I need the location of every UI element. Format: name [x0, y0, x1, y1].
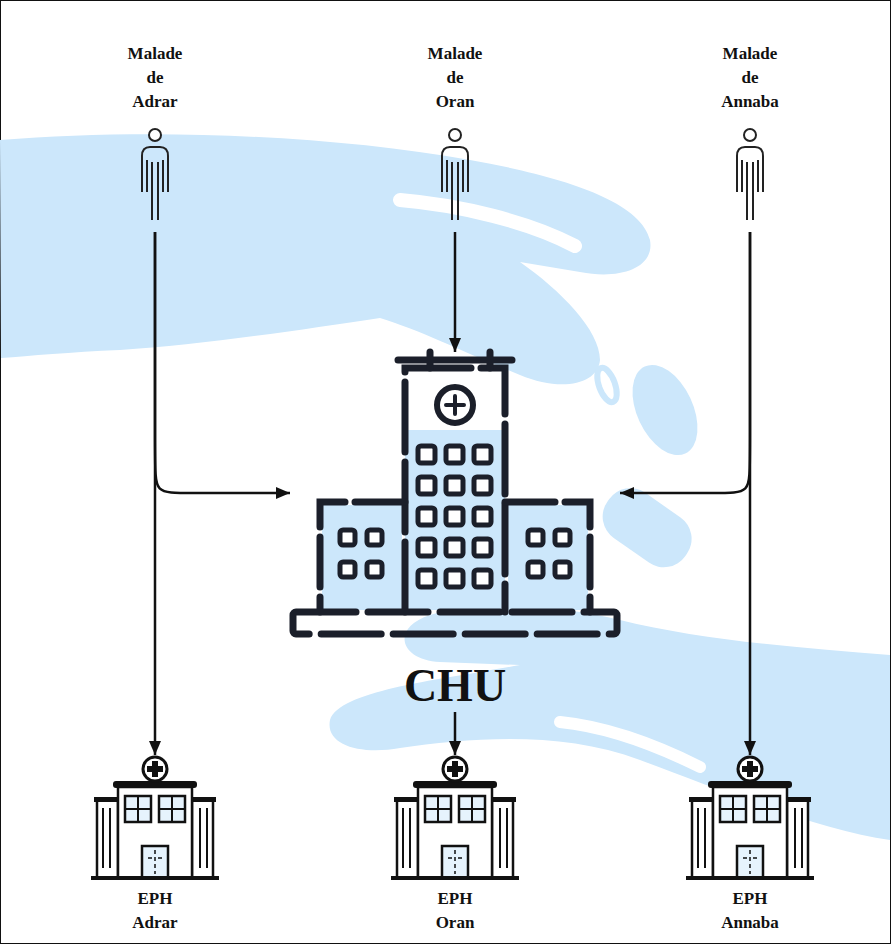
flow-arrow	[154, 232, 157, 755]
node-label: EPH Oran	[436, 887, 475, 935]
node-label: EPH Annaba	[721, 887, 779, 935]
hand-shape	[0, 134, 650, 384]
person-figure	[142, 129, 168, 220]
node-label: Malade de Adrar	[128, 42, 183, 114]
node-label: Malade de Annaba	[721, 42, 779, 114]
emblem-cross	[446, 396, 464, 414]
eph-node: EPH Adrar	[90, 755, 220, 935]
finger-highlight	[593, 365, 620, 404]
building-fill	[322, 505, 402, 610]
patient-node: Malade de Oran	[395, 42, 515, 232]
building-base	[293, 612, 617, 634]
hospital-figure	[91, 757, 219, 880]
building-windows	[340, 446, 570, 587]
chu-node: CHU	[290, 352, 620, 712]
patient-node: Malade de Adrar	[95, 42, 215, 232]
flow-arrow	[749, 232, 752, 755]
hospital-figure	[686, 757, 814, 880]
node-label: Malade de Oran	[428, 42, 483, 114]
hand-highlight	[400, 200, 575, 246]
person-figure	[737, 129, 763, 220]
building-emblem	[437, 387, 473, 423]
wing-outline	[320, 502, 590, 612]
building-fill	[405, 430, 505, 610]
building-fill	[508, 505, 588, 610]
flow-arrow	[454, 232, 457, 352]
node-label: CHU	[404, 660, 506, 712]
hand-highlight	[560, 722, 700, 767]
finger-shape	[619, 355, 710, 466]
chu-building	[293, 352, 617, 634]
tower-top	[398, 352, 512, 368]
node-label: EPH Adrar	[132, 887, 177, 935]
eph-node: EPH Oran	[390, 755, 520, 935]
flow-arrow	[620, 232, 750, 493]
person-figure	[442, 129, 468, 220]
hospital-figure	[391, 757, 519, 880]
tower-outline	[405, 368, 505, 612]
flow-arrow	[454, 712, 457, 755]
eph-node: EPH Annaba	[685, 755, 815, 935]
flow-arrow	[155, 232, 290, 493]
patient-node: Malade de Annaba	[690, 42, 810, 232]
